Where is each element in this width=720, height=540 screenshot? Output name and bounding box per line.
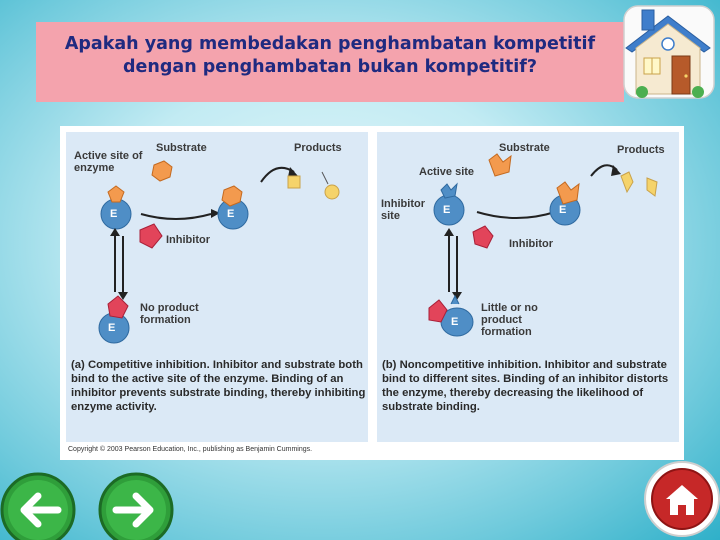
substrate-label: Substrate (156, 142, 207, 154)
little-product-label: Little or no product formation (481, 302, 538, 338)
slide-title: Apakah yang membedakan penghambatan komp… (64, 34, 596, 77)
enzyme-inhibition-figure: Active site of enzyme Substrate Products… (60, 126, 684, 460)
inhibitor-label: Inhibitor (166, 234, 210, 246)
enzyme-label: E (559, 204, 567, 216)
panel-noncompetitive: Substrate Products Active site Inhibitor… (377, 132, 679, 442)
enzyme-label: E (451, 316, 459, 328)
products-label: Products (294, 142, 342, 154)
enzyme-label: E (227, 208, 235, 220)
caption-noncompetitive: (b) Noncompetitive inhibition. Inhibitor… (382, 358, 678, 414)
caption-tag: (a) (71, 359, 85, 371)
inhibitor-label: Inhibitor (509, 238, 553, 250)
back-arrow-button[interactable] (0, 470, 80, 540)
substrate-label: Substrate (499, 142, 550, 154)
enzyme-label: E (110, 208, 118, 220)
house-icon[interactable] (618, 2, 718, 102)
caption-heading: Noncompetitive inhibition. (399, 359, 542, 371)
caption-competitive: (a) Competitive inhibition. Inhibitor an… (71, 358, 367, 414)
caption-body: Inhibitor and substrate both bind to the… (71, 359, 366, 413)
title-banner: Apakah yang membedakan penghambatan komp… (36, 22, 624, 102)
caption-body: Inhibitor and substrate bind to differen… (382, 359, 669, 413)
products-label: Products (617, 144, 665, 156)
caption-tag: (b) (382, 359, 397, 371)
no-product-label: No product formation (140, 302, 199, 326)
copyright-text: Copyright © 2003 Pearson Education, Inc.… (68, 446, 313, 453)
panel-competitive: Active site of enzyme Substrate Products… (66, 132, 368, 442)
inhibitor-site-label: Inhibitor site (381, 198, 425, 222)
substrate-shape (151, 160, 173, 182)
active-site-label: Active site (419, 166, 475, 178)
enzyme-label: E (443, 204, 451, 216)
forward-arrow-button[interactable] (96, 470, 176, 540)
home-button[interactable] (640, 455, 720, 540)
caption-heading: Competitive inhibition. (87, 359, 210, 371)
active-site-label: Active site of enzyme (74, 150, 143, 174)
enzyme-label: E (108, 322, 116, 334)
